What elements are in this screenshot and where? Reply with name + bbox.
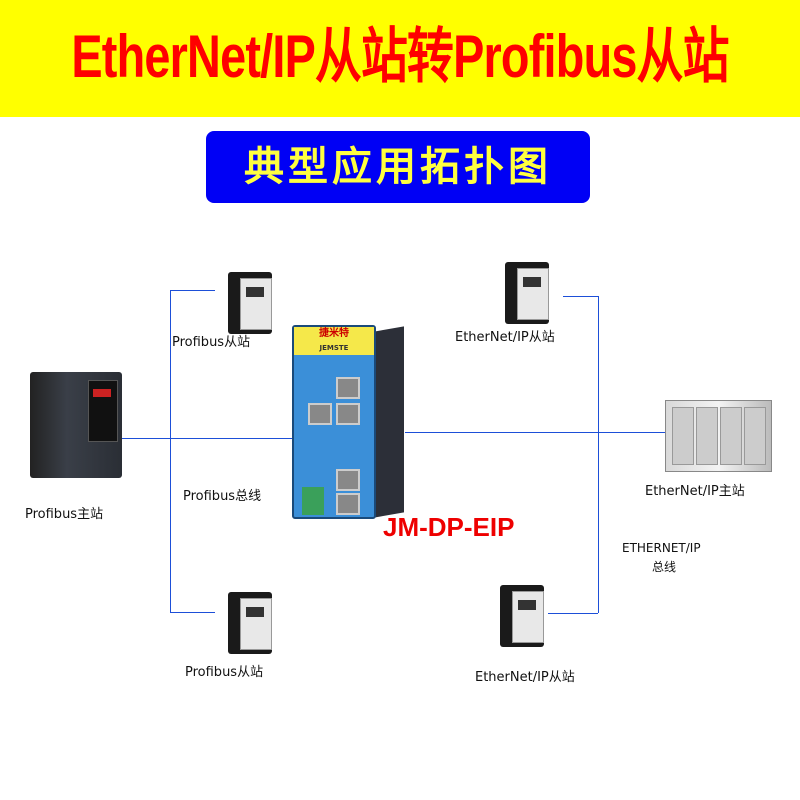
gateway-device: 捷米特 JEMSTE [290, 315, 405, 520]
eip-link-master [405, 432, 665, 433]
label-eip-bus-2: 总线 [652, 560, 677, 574]
plc-master-device [665, 400, 772, 472]
inverter-master-device [30, 372, 122, 478]
label-profibus-bus: Profibus总线 [183, 489, 262, 504]
label-profibus-slave-top: Profibus从站 [172, 335, 251, 350]
label-eip-slave-bottom: EtherNet/IP从站 [475, 670, 575, 685]
eip-bus-vertical [598, 296, 599, 613]
label-eip-bus-1: ETHERNET/IP [622, 541, 701, 555]
label-profibus-slave-bottom: Profibus从站 [185, 665, 264, 680]
gateway-brand-en: JEMSTE [319, 344, 349, 352]
profibus-slave-device-bottom [228, 592, 272, 654]
eip-slave-device-top [505, 262, 549, 324]
eip-link-bottom [548, 613, 598, 614]
profibus-bus-vertical [170, 290, 171, 613]
profibus-link-master [122, 438, 300, 439]
profibus-slave-device-top [228, 272, 272, 334]
profibus-link-top [170, 290, 215, 291]
subtitle-badge: 典型应用拓扑图 [206, 131, 590, 203]
gateway-model: JM-DP-EIP [383, 512, 515, 542]
profibus-link-bottom [170, 612, 215, 613]
label-eip-master: EtherNet/IP主站 [645, 484, 745, 499]
gateway-brand: 捷米特 [319, 328, 349, 339]
label-eip-slave-top: EtherNet/IP从站 [455, 330, 555, 345]
eip-link-top [563, 296, 598, 297]
label-profibus-master: Profibus主站 [25, 507, 104, 522]
title-banner: EtherNet/IP从站转Profibus从站 [0, 0, 800, 117]
eip-slave-device-bottom [500, 585, 544, 647]
page-title: EtherNet/IP从站转Profibus从站 [71, 23, 729, 90]
